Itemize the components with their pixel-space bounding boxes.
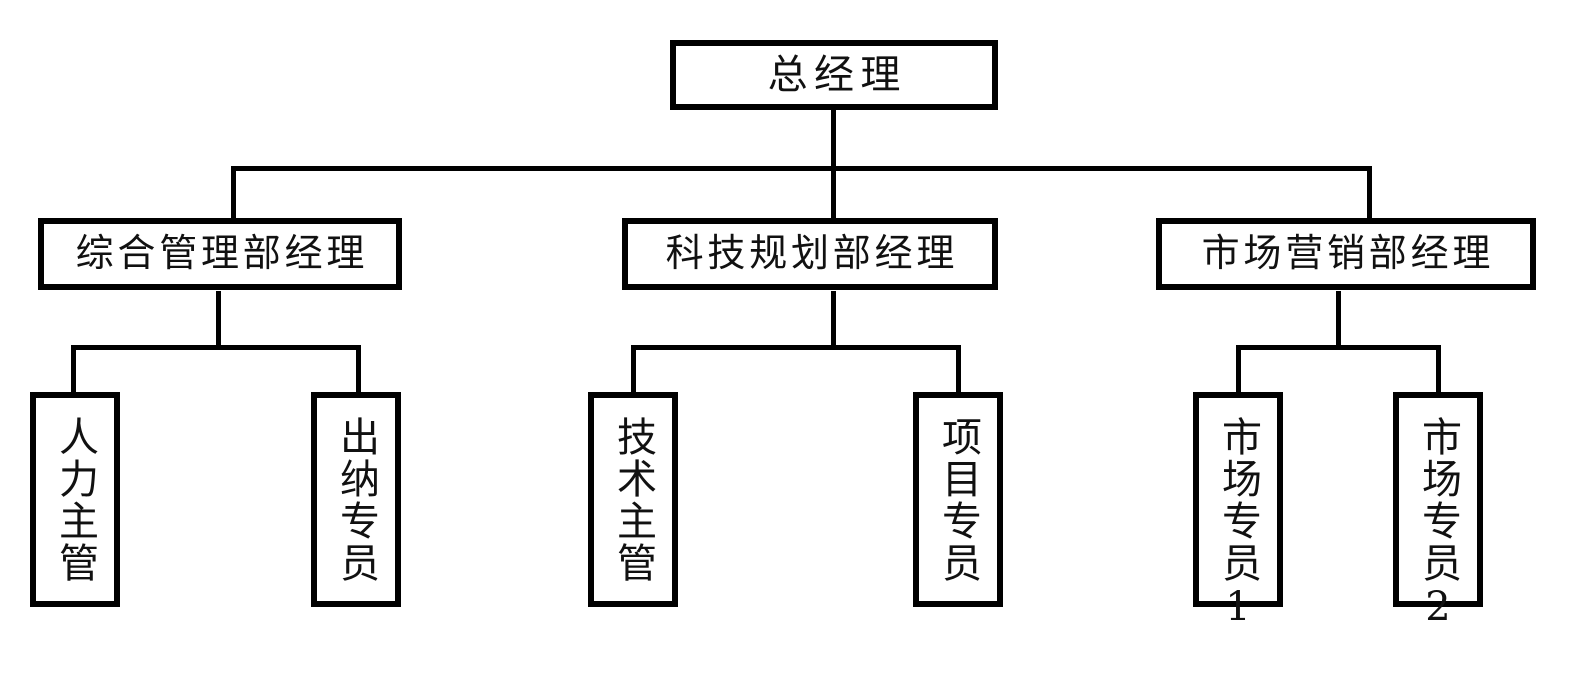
- node-project-specialist[interactable]: 项目专员: [913, 392, 1003, 607]
- connector-leg-cashier-specialist: [356, 345, 361, 393]
- connector-level2-bus: [231, 166, 1372, 171]
- connector-dept-leg-tech-planning: [831, 166, 836, 218]
- connector-bus-marketing: [1236, 345, 1441, 350]
- connector-bus-general-admin: [71, 345, 361, 350]
- connector-root-stem: [831, 108, 836, 171]
- node-label-general-manager: 总经理: [767, 52, 907, 98]
- node-label-technical-supervisor: 技术主管: [610, 416, 656, 584]
- node-label-hr-supervisor: 人力主管: [52, 416, 98, 584]
- node-label-project-specialist: 项目专员: [935, 416, 981, 584]
- node-technical-supervisor[interactable]: 技术主管: [588, 392, 678, 607]
- connector-dept-leg-marketing: [1367, 166, 1372, 218]
- node-marketing-dept-manager[interactable]: 市场营销部经理: [1156, 218, 1536, 290]
- connector-leg-technical-supervisor: [631, 345, 636, 393]
- connector-leg-hr-supervisor: [71, 345, 76, 393]
- connector-dept-leg-general-admin: [231, 166, 236, 218]
- connector-leg-project-specialist: [956, 345, 961, 393]
- node-label-marketing-specialist-2: 市场专员2: [1415, 416, 1461, 632]
- node-label-general-admin-dept-manager: 综合管理部经理: [75, 231, 369, 276]
- connector-leg-marketing-specialist-2: [1436, 345, 1441, 393]
- connector-stem-tech-planning: [831, 291, 836, 348]
- node-label-tech-planning-dept-manager: 科技规划部经理: [665, 231, 959, 276]
- connector-stem-general-admin: [216, 291, 221, 348]
- node-marketing-specialist-1[interactable]: 市场专员1: [1193, 392, 1283, 632]
- node-marketing-specialist-2[interactable]: 市场专员2: [1393, 392, 1483, 632]
- node-label-marketing-specialist-1: 市场专员1: [1215, 416, 1261, 632]
- node-cashier-specialist[interactable]: 出纳专员: [311, 392, 401, 607]
- node-label-cashier-specialist: 出纳专员: [333, 416, 379, 584]
- node-general-manager[interactable]: 总经理: [670, 40, 998, 110]
- connector-stem-marketing: [1336, 291, 1341, 348]
- node-tech-planning-dept-manager[interactable]: 科技规划部经理: [622, 218, 998, 290]
- connector-leg-marketing-specialist-1: [1236, 345, 1241, 393]
- connector-bus-tech-planning: [631, 345, 961, 350]
- node-general-admin-dept-manager[interactable]: 综合管理部经理: [38, 218, 402, 290]
- node-label-marketing-dept-manager: 市场营销部经理: [1201, 231, 1495, 276]
- node-hr-supervisor[interactable]: 人力主管: [30, 392, 120, 607]
